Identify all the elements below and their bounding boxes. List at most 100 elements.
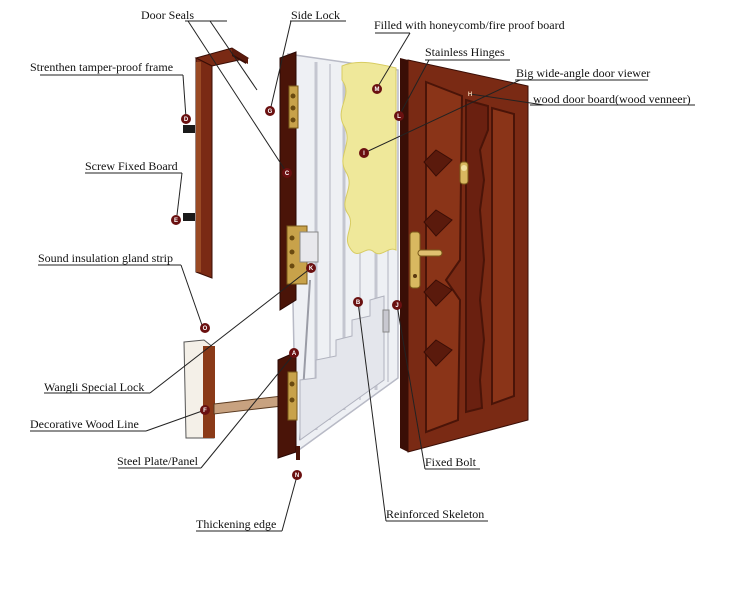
marker-J: J	[392, 300, 402, 310]
marker-L: L	[394, 111, 404, 121]
label-tamper-frame: Strenthen tamper-proof frame	[30, 60, 174, 74]
marker-K: K	[306, 263, 316, 273]
frame-plate-lower	[183, 213, 195, 221]
leader-tamper	[182, 74, 187, 119]
label-marker-icon	[353, 297, 363, 307]
frame-plate-upper	[183, 125, 195, 133]
label-hinges: Stainless Hinges	[425, 45, 505, 59]
marker-C-text: C	[285, 171, 290, 177]
marker-I: I	[359, 148, 369, 158]
frame-right-side	[232, 54, 246, 64]
marker-C: C	[282, 168, 292, 178]
label-wood-board: wood door board(wood venneer)	[533, 92, 691, 106]
leader-wangli	[149, 267, 312, 394]
label-marker-icon	[171, 215, 181, 225]
marker-I-text: I	[363, 151, 365, 157]
door-diamond-2	[423, 209, 453, 237]
marker-F-text: F	[203, 408, 207, 414]
markers: D E O F G C K	[171, 84, 472, 480]
honeycomb-fill	[340, 61, 397, 255]
door-panel-left	[425, 80, 464, 434]
skeleton-steps	[299, 295, 385, 441]
door-diamond-4	[423, 339, 453, 367]
label-skeleton: Reinforced Skeleton	[386, 507, 485, 521]
leader-screw	[176, 172, 183, 216]
label-marker-icon	[181, 114, 191, 124]
label-wood-line: Decorative Wood Line	[30, 417, 139, 431]
leader-skeleton	[357, 301, 387, 522]
label-fixed-bolt: Fixed Bolt	[425, 455, 477, 469]
marker-B: B	[353, 297, 363, 307]
label-marker-icon	[292, 470, 302, 480]
marker-E: E	[171, 215, 181, 225]
label-marker-icon	[289, 348, 299, 358]
door-panel-center	[465, 98, 489, 414]
marker-G-text: G	[268, 109, 273, 115]
leader-thick	[281, 475, 298, 532]
label-marker-icon	[200, 323, 210, 333]
door-diamond-3	[423, 279, 453, 307]
label-honeycomb: Filled with honeycomb/fire proof board	[374, 18, 565, 32]
marker-D: D	[181, 114, 191, 124]
label-thickening-edge: Thickening edge	[196, 517, 277, 531]
leader-bolt	[396, 304, 426, 470]
leader-honeycomb	[376, 32, 411, 89]
marker-B-text: B	[356, 300, 361, 306]
label-marker-icon	[359, 148, 369, 158]
marker-H: H	[468, 92, 472, 98]
door-skeleton	[277, 51, 399, 460]
marker-H-text: H	[468, 92, 472, 98]
leader-door-seals-frame	[209, 20, 258, 91]
label-side-lock: Side Lock	[291, 8, 340, 22]
leader-gland	[180, 264, 204, 329]
label-marker-icon	[392, 300, 402, 310]
label-door-seals: Door Seals	[141, 8, 194, 22]
door-leaf-edge	[400, 58, 408, 452]
label-marker-icon	[265, 106, 275, 116]
leader-wood-line	[145, 409, 206, 432]
fixed-bolt-pin	[382, 309, 390, 333]
marker-E-text: E	[174, 218, 178, 224]
label-wangli-lock: Wangli Special Lock	[44, 380, 145, 394]
label-viewer: Big wide-angle door viewer	[516, 66, 651, 80]
marker-O-text: O	[203, 326, 208, 332]
frame-left-post-edge	[196, 62, 201, 272]
marker-J-text: J	[395, 303, 398, 309]
marker-N: N	[292, 470, 302, 480]
label-steel-plate: Steel Plate/Panel	[117, 454, 198, 468]
marker-N-text: N	[295, 473, 299, 479]
leader-lines	[30, 20, 695, 532]
marker-A-text: A	[292, 351, 297, 357]
thickening-edge-foot	[296, 446, 300, 460]
frame-right-post	[232, 48, 248, 64]
wood-door-leaf	[400, 58, 529, 453]
label-marker-icon	[372, 84, 382, 94]
label-marker-icon	[282, 168, 292, 178]
label-marker-icon	[306, 263, 316, 273]
door-diamond-1	[423, 149, 453, 177]
door-viewer-icon	[459, 161, 469, 185]
leader-hinges	[398, 59, 430, 117]
frame-threshold	[213, 395, 283, 415]
marker-M: M	[372, 84, 382, 94]
marker-A: A	[289, 348, 299, 358]
leader-viewer	[363, 79, 521, 154]
frame-wood-line	[203, 346, 215, 438]
marker-F: F	[200, 405, 210, 415]
marker-O: O	[200, 323, 210, 333]
label-screw-board: Screw Fixed Board	[85, 159, 178, 173]
leader-steel	[200, 353, 295, 469]
leader-door-seals-c	[187, 20, 288, 174]
door-frame	[183, 47, 283, 439]
marker-M-text: M	[375, 87, 380, 93]
lower-lock	[287, 371, 298, 421]
door-handle-icon	[409, 231, 443, 289]
marker-L-text: L	[397, 114, 401, 120]
label-marker-icon	[394, 111, 404, 121]
label-marker-icon	[200, 405, 210, 415]
label-gland-strip: Sound insulation gland strip	[38, 251, 173, 265]
door-panel-right	[491, 106, 515, 406]
leader-side-lock	[269, 20, 292, 112]
